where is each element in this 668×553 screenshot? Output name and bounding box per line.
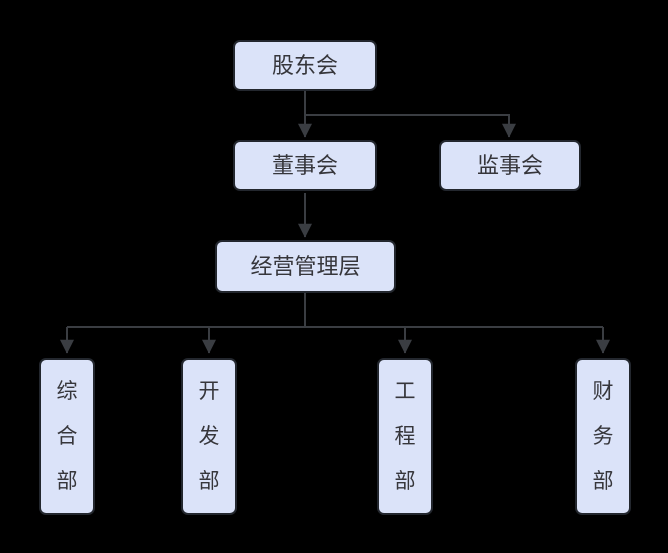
node-dept-finance: 财 务 部	[575, 358, 631, 515]
node-dept-finance-label: 财 务 部	[592, 380, 614, 493]
node-board: 董事会	[233, 140, 377, 191]
edge-shareholders-supervisors	[305, 114, 516, 138]
node-management-label: 经营管理层	[250, 253, 361, 279]
node-dept-development-label: 开 发 部	[198, 380, 220, 493]
node-shareholders: 股东会	[233, 40, 377, 91]
node-dept-general: 综 合 部	[39, 358, 95, 515]
node-dept-engineering-label: 工 程 部	[394, 380, 416, 493]
node-management: 经营管理层	[215, 240, 396, 293]
node-board-label: 董事会	[271, 152, 338, 178]
node-dept-general-label: 综 合 部	[56, 380, 78, 493]
node-supervisors: 监事会	[439, 140, 581, 191]
node-supervisors-label: 监事会	[476, 152, 543, 178]
node-shareholders-label: 股东会	[271, 52, 338, 78]
node-dept-development: 开 发 部	[181, 358, 237, 515]
node-dept-engineering: 工 程 部	[377, 358, 433, 515]
